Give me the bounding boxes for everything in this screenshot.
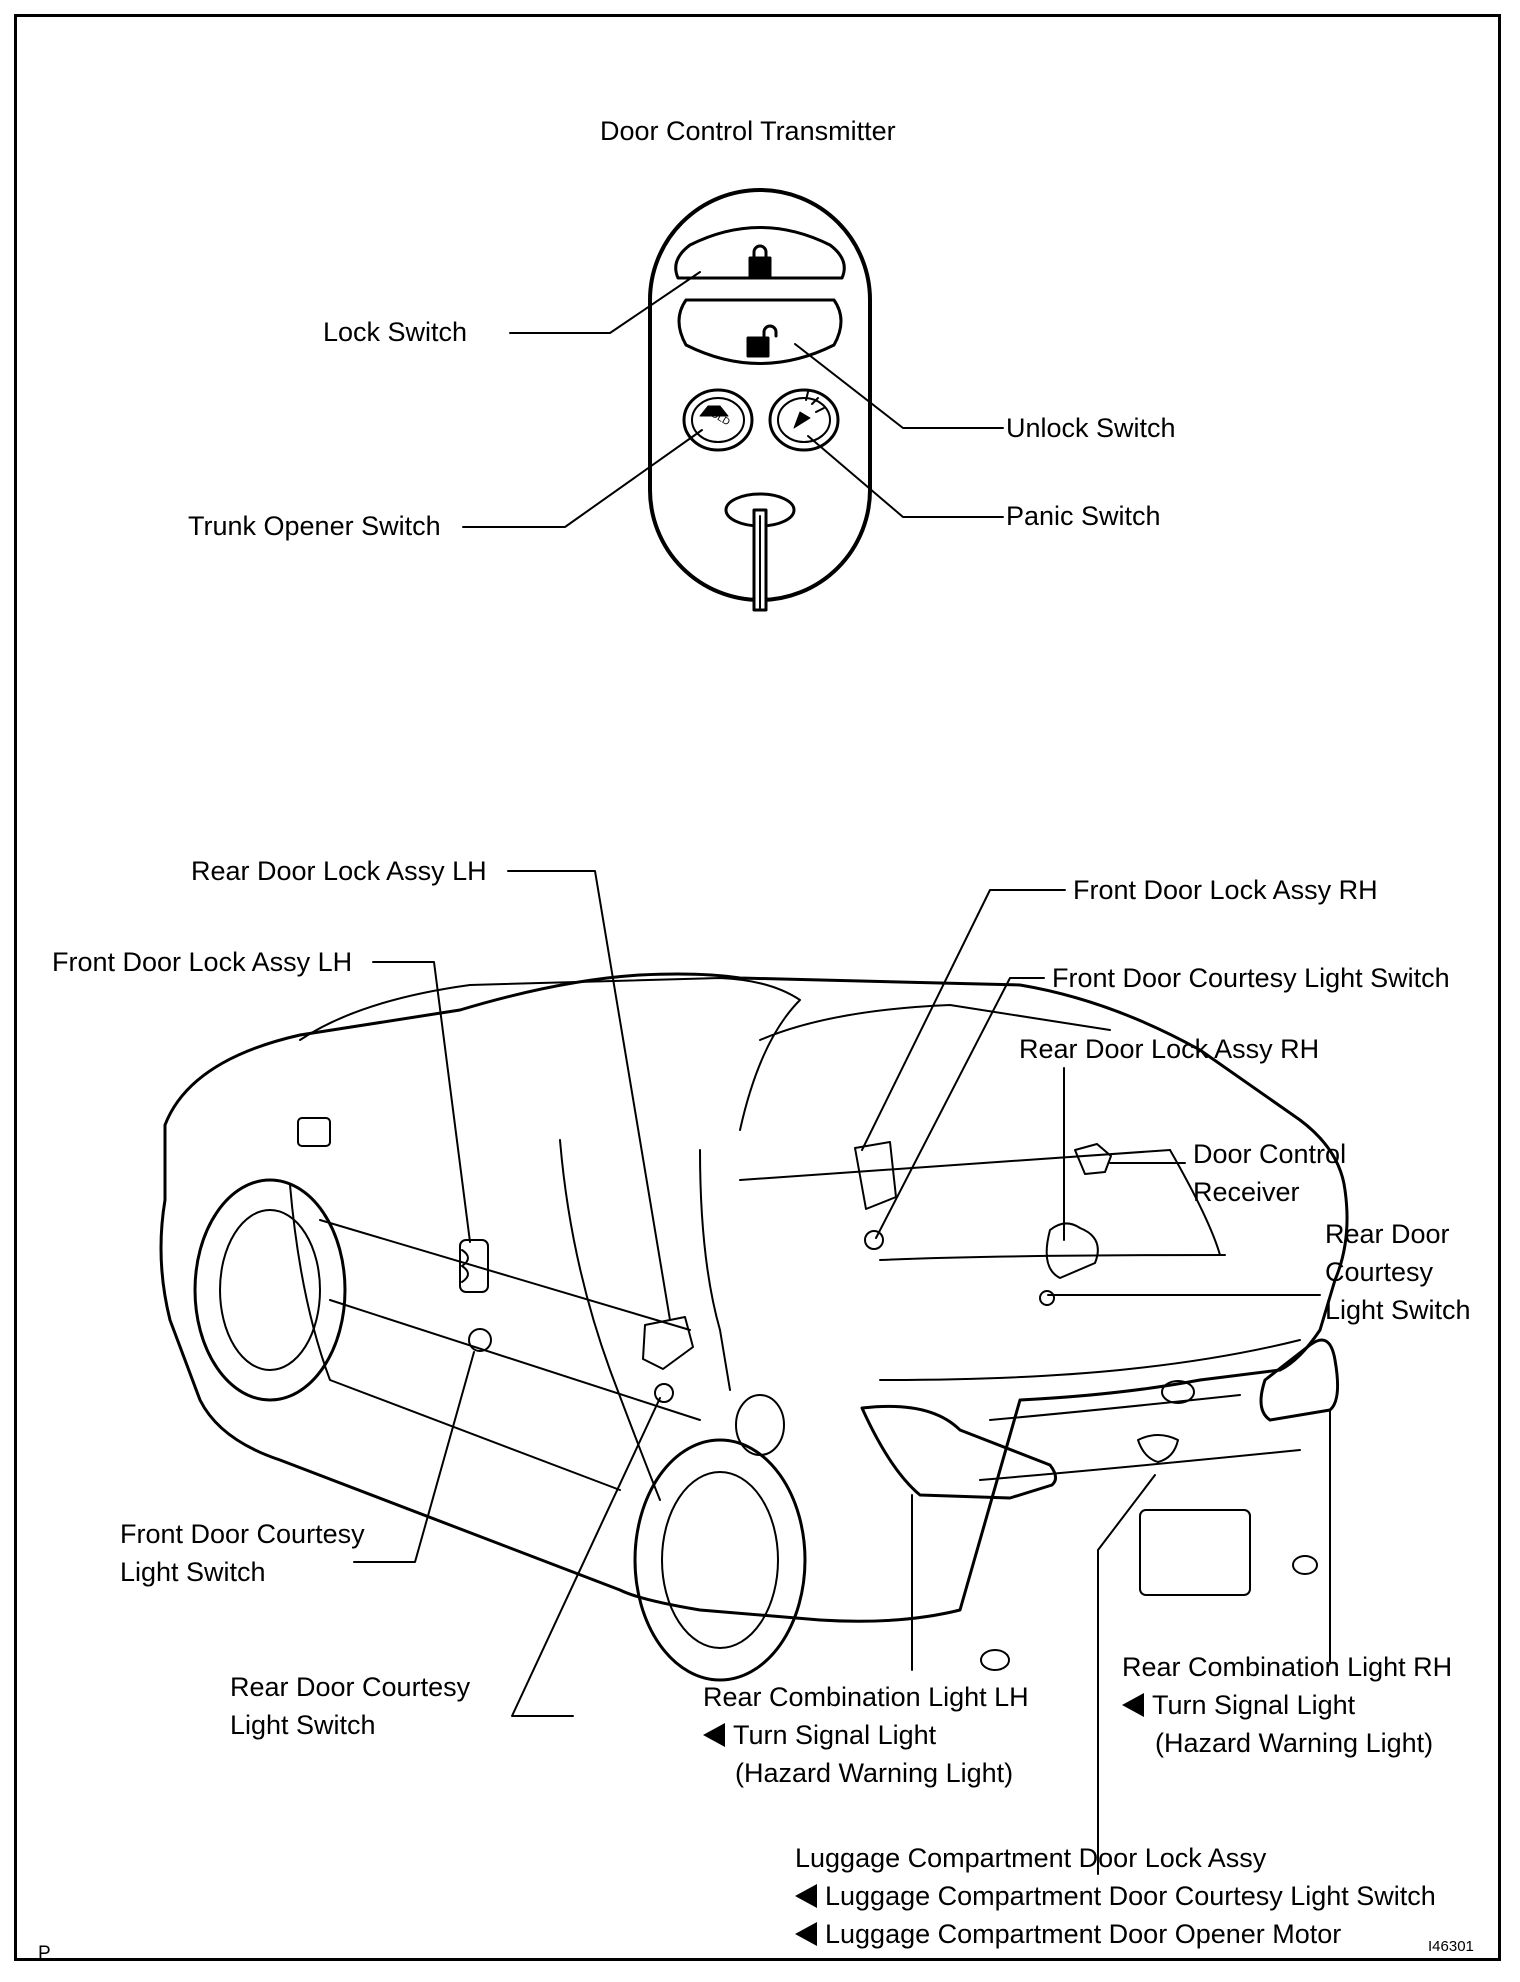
- arrow-left-icon: [703, 1723, 725, 1747]
- rear-combination-lh-sub2: (Hazard Warning Light): [735, 1758, 1014, 1788]
- transmitter-title: Door Control Transmitter: [600, 116, 896, 146]
- leader-trunk-opener: [462, 429, 703, 528]
- unlock-switch-label: Unlock Switch: [1006, 413, 1176, 443]
- rear-combination-lh-sub1: Turn Signal Light: [703, 1716, 936, 1754]
- panic-switch-label: Panic Switch: [1006, 501, 1161, 531]
- transmitter-fob: [648, 188, 872, 612]
- front-door-lock-lh-label: Front Door Lock Assy LH: [52, 947, 353, 977]
- rear-door-courtesy-lh-line2: Light Switch: [230, 1710, 376, 1740]
- luggage-title: Luggage Compartment Door Lock Assy: [795, 1843, 1267, 1873]
- leader-unlock-switch: [794, 343, 1004, 429]
- lock-switch-label: Lock Switch: [323, 317, 468, 347]
- arrow-left-icon: [795, 1922, 817, 1946]
- panic-button: [768, 388, 840, 452]
- front-door-lock-rh-label: Front Door Lock Assy RH: [1073, 875, 1378, 905]
- arrow-left-icon: [1122, 1693, 1144, 1717]
- luggage-sub1: Luggage Compartment Door Courtesy Light …: [795, 1877, 1436, 1915]
- arrow-left-icon: [795, 1884, 817, 1908]
- rear-door-lock-lh-label: Rear Door Lock Assy LH: [191, 856, 487, 886]
- car-body: [159, 972, 1349, 1682]
- rear-door-courtesy-rh-line2: Courtesy: [1325, 1257, 1434, 1287]
- leader-panic-switch: [807, 435, 1004, 518]
- figure-id: I46301: [1428, 1938, 1474, 1955]
- front-door-courtesy-lh-line2: Light Switch: [120, 1557, 266, 1587]
- rear-combination-rh-title: Rear Combination Light RH: [1122, 1652, 1453, 1682]
- door-control-receiver-line2: Receiver: [1193, 1177, 1300, 1207]
- rear-door-courtesy-rh-line3: Light Switch: [1325, 1295, 1471, 1325]
- rear-combination-light-rh: [1259, 1338, 1340, 1422]
- unlock-icon: [746, 324, 778, 358]
- vehicle-leader-lines: [353, 870, 1331, 1875]
- trunk-opener-switch-label: Trunk Opener Switch: [188, 511, 441, 541]
- rear-combination-lh-title: Rear Combination Light LH: [703, 1682, 1029, 1712]
- component-parts: [459, 1141, 1179, 1463]
- rear-combination-rh-sub2: (Hazard Warning Light): [1155, 1728, 1434, 1758]
- rear-door-lock-rh-label: Rear Door Lock Assy RH: [1019, 1034, 1320, 1064]
- luggage-sub2: Luggage Compartment Door Opener Motor: [795, 1915, 1341, 1953]
- trunk-opener-button: [682, 388, 754, 452]
- door-control-receiver-line1: Door Control: [1193, 1139, 1347, 1169]
- rear-combination-rh-sub1: Turn Signal Light: [1122, 1686, 1355, 1724]
- figure-border: [14, 14, 1501, 1961]
- front-door-courtesy-lh-line1: Front Door Courtesy: [120, 1519, 365, 1549]
- lock-icon: [748, 244, 772, 278]
- front-door-courtesy-rh-label: Front Door Courtesy Light Switch: [1052, 963, 1450, 993]
- rear-door-courtesy-lh-line1: Rear Door Courtesy: [230, 1672, 471, 1702]
- leader-lock-switch: [509, 271, 701, 334]
- rear-combination-light-lh: [860, 1404, 1057, 1500]
- rear-door-courtesy-rh-line1: Rear Door: [1325, 1219, 1450, 1249]
- left-corner-mark: P: [38, 1943, 51, 1964]
